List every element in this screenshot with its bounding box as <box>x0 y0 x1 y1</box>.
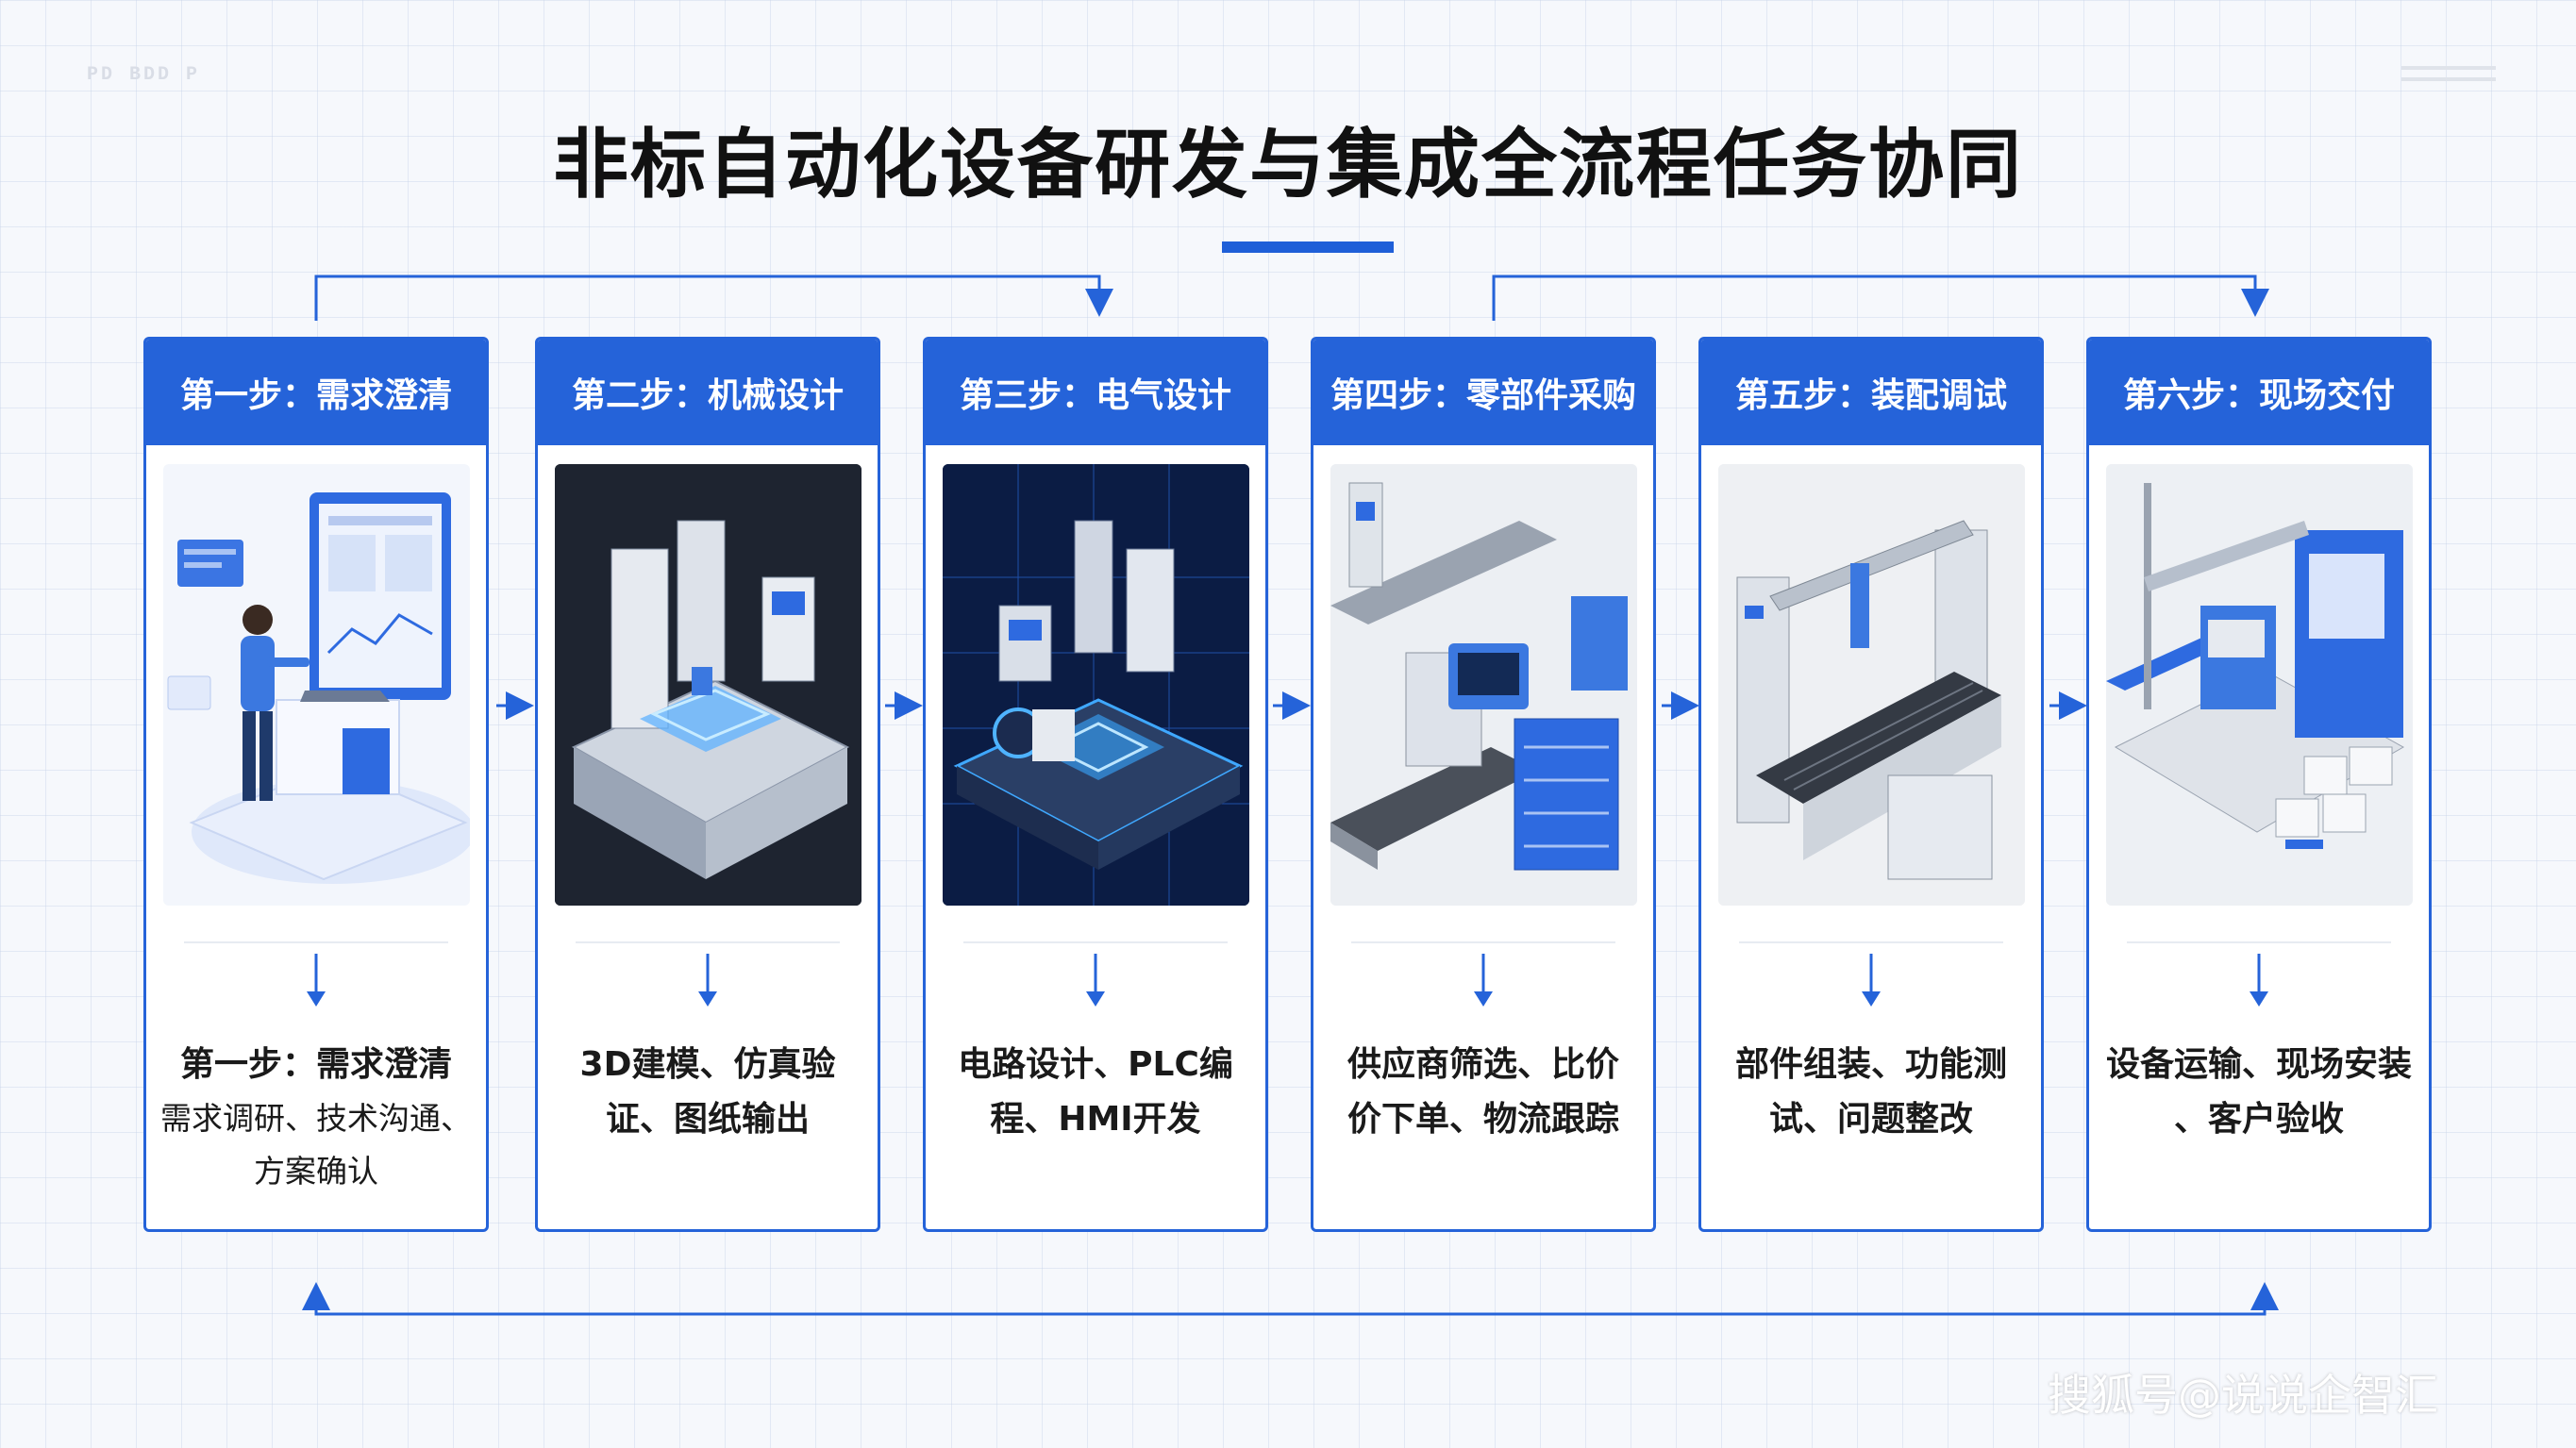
site-delivery-illustration <box>2106 464 2413 906</box>
card-divider <box>576 941 840 943</box>
step-description-line: 电路设计、PLC编 <box>958 1045 1233 1084</box>
step-description-line: 价下单、物流跟踪 <box>1347 1100 1619 1139</box>
step-description: 设备运输、现场安装 、客户验收 <box>2099 1038 2419 1147</box>
mechanical-3d-model-illustration <box>555 464 861 906</box>
step-header: 第一步：需求澄清 <box>146 340 486 445</box>
down-arrow-icon <box>698 954 717 1007</box>
step-card-1[interactable]: 第一步：需求澄清 第一步：需求澄清 <box>143 337 489 1232</box>
step-card-2[interactable]: 第二步：机械设计 3D建模、仿真验 证、图纸输出 <box>535 337 880 1232</box>
electrical-circuit-illustration <box>943 464 1249 906</box>
step-description: 供应商筛选、比价 价下单、物流跟踪 <box>1323 1038 1644 1147</box>
step-card-5[interactable]: 第五步：装配调试 部件组装、功能测 试、问题整改 <box>1698 337 2044 1232</box>
step-description-line: 3D建模、仿真验 <box>579 1045 836 1084</box>
logo-mark: PD BDD P <box>87 64 201 86</box>
step-description-title: 第一步：需求澄清 <box>179 1045 452 1084</box>
step-header: 第二步：机械设计 <box>538 340 878 445</box>
step-description-line: 方案确认 <box>254 1153 378 1190</box>
step-description-line: 供应商筛选、比价 <box>1347 1045 1619 1084</box>
card-divider <box>184 941 448 943</box>
step-header: 第五步：装配调试 <box>1701 340 2041 445</box>
card-divider <box>2127 941 2391 943</box>
step-description-line: 需求调研、技术沟通、 <box>160 1100 472 1137</box>
step-description: 第一步：需求澄清 需求调研、技术沟通、 方案确认 <box>156 1038 477 1198</box>
step-description: 3D建模、仿真验 证、图纸输出 <box>547 1038 868 1147</box>
step-description: 部件组装、功能测 试、问题整改 <box>1711 1038 2032 1147</box>
step-card-6[interactable]: 第六步：现场交付 设备运输、现场安装 、客户验收 <box>2086 337 2432 1232</box>
step-description-line: 部件组装、功能测 <box>1734 1045 2007 1084</box>
assembly-debug-illustration <box>1718 464 2025 906</box>
down-arrow-icon <box>1086 954 1105 1007</box>
step-description-line: 程、HMI开发 <box>990 1100 1201 1139</box>
card-divider <box>963 941 1228 943</box>
step-header: 第三步：电气设计 <box>926 340 1265 445</box>
step-description-line: 试、问题整改 <box>1768 1100 1973 1139</box>
down-arrow-icon <box>307 954 326 1007</box>
page-title: 非标自动化设备研发与集成全流程任务协同 <box>553 121 2023 208</box>
step-header: 第四步：零部件采购 <box>1313 340 1653 445</box>
menu-icon <box>2401 66 2496 89</box>
parts-procurement-illustration <box>1330 464 1637 906</box>
card-divider <box>1351 941 1615 943</box>
step-header: 第六步：现场交付 <box>2089 340 2429 445</box>
loop-arrow-1-to-3 <box>314 275 1113 321</box>
step-description: 电路设计、PLC编 程、HMI开发 <box>935 1038 1256 1147</box>
engineer-workstation-illustration <box>163 464 470 906</box>
step-description-line: 证、图纸输出 <box>605 1100 810 1139</box>
title-underline <box>1222 241 1394 253</box>
down-arrow-icon <box>1862 954 1881 1007</box>
step-description-line: 、客户验收 <box>2173 1100 2344 1139</box>
down-arrow-icon <box>1474 954 1493 1007</box>
loop-arrow-4-to-6 <box>1492 275 2269 321</box>
feedback-loop-arrow <box>302 1282 2267 1316</box>
step-card-4[interactable]: 第四步：零部件采购 供应商筛选、比价 价下单、物流跟踪 <box>1311 337 1656 1232</box>
down-arrow-icon <box>2250 954 2268 1007</box>
watermark: 搜狐号@说说企智汇 <box>2048 1370 2438 1421</box>
card-divider <box>1739 941 2003 943</box>
step-description-line: 设备运输、现场安装 <box>2105 1045 2412 1084</box>
step-card-3[interactable]: 第三步：电气设计 电路设计、PLC编 程 <box>923 337 1268 1232</box>
